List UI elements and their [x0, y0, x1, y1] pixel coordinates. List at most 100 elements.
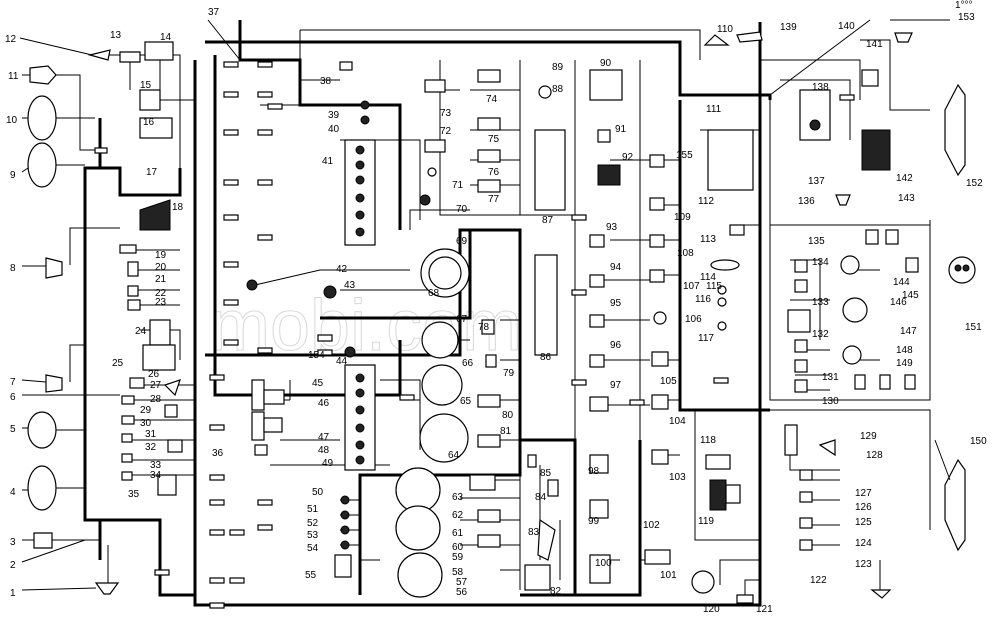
callout-120: 120: [703, 604, 720, 615]
callout-43: 43: [344, 280, 356, 291]
callout-40: 40: [328, 124, 340, 135]
callout-16: 16: [143, 117, 155, 128]
components: [27, 31, 976, 604]
callout-124: 124: [855, 538, 872, 549]
callout-44: 44: [336, 356, 348, 367]
callout-110: 110: [717, 24, 733, 35]
thin-wiring: [50, 29, 931, 600]
callout-87: 87: [542, 215, 554, 226]
callout-31: 31: [145, 429, 157, 440]
callout-91: 91: [615, 124, 627, 135]
callout-123: 123: [855, 559, 872, 570]
callout-49: 49: [322, 458, 334, 469]
callout-81: 81: [500, 426, 512, 437]
callout-23: 23: [155, 297, 167, 308]
callout-121: 121: [756, 604, 773, 615]
callout-63: 63: [452, 492, 464, 503]
callout-143: 143: [898, 193, 915, 204]
callout-3: 3: [10, 537, 16, 548]
callout-130: 130: [822, 396, 839, 407]
callout-4: 4: [10, 487, 16, 498]
callout-101: 101: [660, 570, 677, 581]
callout-131: 131: [822, 372, 839, 383]
callout-134: 134: [812, 257, 829, 268]
callout-39: 39: [328, 110, 340, 121]
main-harness: [83, 20, 772, 607]
callout-61: 61: [452, 528, 464, 539]
callout-125: 125: [855, 517, 872, 528]
callout-106: 106: [685, 314, 702, 325]
callout-139: 139: [780, 22, 797, 33]
callout-126: 126: [855, 502, 872, 513]
callout-12: 12: [5, 34, 17, 45]
callout-71: 71: [452, 180, 464, 191]
callout-140: 140: [838, 21, 855, 32]
callout-75: 75: [488, 134, 500, 145]
callout-113: 113: [700, 234, 716, 245]
callout-142: 142: [896, 173, 913, 184]
callout-35: 35: [128, 489, 140, 500]
callout-74: 74: [486, 94, 498, 105]
callout-32: 32: [145, 442, 157, 453]
callout-41: 41: [322, 156, 334, 167]
callout-28: 28: [150, 394, 162, 405]
callout-67: 67: [456, 314, 468, 325]
callout-88: 88: [552, 84, 564, 95]
callout-15: 15: [140, 80, 152, 91]
callout-98: 98: [588, 466, 600, 477]
callout-144: 144: [893, 277, 910, 288]
callout-150: 150: [970, 436, 987, 447]
callout-60: 60: [452, 542, 464, 553]
callout-127: 127: [855, 488, 872, 499]
callout-128: 128: [866, 450, 883, 461]
callout-92: 92: [622, 152, 634, 163]
callout-105: 105: [660, 376, 677, 387]
callout-9: 9: [10, 170, 16, 181]
callout-102: 102: [643, 520, 660, 531]
callout-72: 72: [440, 126, 452, 137]
callout-57: 57: [456, 577, 468, 588]
callout-68: 68: [428, 288, 440, 299]
callout-62: 62: [452, 510, 464, 521]
callout-51: 51: [307, 504, 319, 515]
callout-129: 129: [860, 431, 877, 442]
callout-86: 86: [540, 352, 552, 363]
callout-112: 112: [698, 196, 714, 207]
callout-26: 26: [148, 369, 160, 380]
callout-24: 24: [135, 326, 147, 337]
callout-80: 80: [502, 410, 514, 421]
callout-65: 65: [460, 396, 472, 407]
callout-34: 34: [150, 470, 162, 481]
callout-27: 27: [150, 380, 162, 391]
callout-labels: 1 2 3 4 5 6 7 8 9 10 11 12 13 14 15 16 1…: [5, 0, 987, 615]
callout-93: 93: [606, 222, 618, 233]
callout-70: 70: [456, 204, 468, 215]
callout-25: 25: [112, 358, 124, 369]
callout-29: 29: [140, 405, 152, 416]
callout-84: 84: [535, 492, 547, 503]
callout-59: 59: [452, 552, 464, 563]
callout-48: 48: [318, 445, 330, 456]
callout-138: 138: [812, 82, 829, 93]
callout-146: 146: [890, 297, 907, 308]
callout-115: 115: [706, 281, 722, 292]
callout-19: 19: [155, 250, 167, 261]
callout-11: 11: [8, 71, 19, 82]
callout-38: 38: [320, 76, 332, 87]
callout-141: 141: [866, 39, 883, 50]
callout-111: 111: [706, 104, 722, 115]
callout-37: 37: [208, 7, 220, 18]
callout-64: 64: [448, 450, 460, 461]
callout-96: 96: [610, 340, 622, 351]
callout-33: 33: [150, 460, 162, 471]
callout-137: 137: [808, 176, 825, 187]
callout-107: 107: [683, 281, 700, 292]
callout-108: 108: [677, 248, 694, 259]
callout-149: 149: [896, 358, 913, 369]
callout-56: 56: [456, 587, 468, 598]
callout-7: 7: [10, 377, 16, 388]
callout-95: 95: [610, 298, 622, 309]
callout-122: 122: [810, 575, 827, 586]
callout-99: 99: [588, 516, 600, 527]
callout-78: 78: [478, 322, 490, 333]
